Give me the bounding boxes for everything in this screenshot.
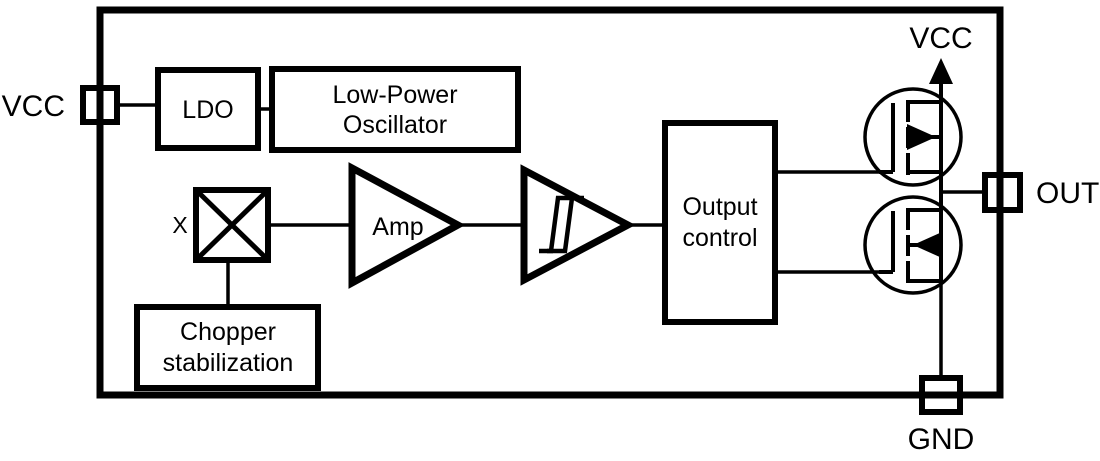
- block-output-control[interactable]: Output control: [662, 120, 778, 325]
- block-amp-label: Amp: [372, 213, 423, 241]
- transistor-low-side-circle[interactable]: [863, 195, 963, 295]
- pin-out-label: OUT: [1036, 177, 1099, 210]
- block-amplifier[interactable]: Amp: [348, 162, 466, 289]
- block-output-control-label-line1: Output: [682, 193, 757, 221]
- block-ldo-label: LDO: [182, 96, 233, 124]
- hall-cross-line-b: [194, 188, 270, 262]
- supply-arrow-head-icon: [929, 58, 953, 84]
- pin-out[interactable]: [982, 172, 1023, 213]
- block-amp-triangle[interactable]: [348, 162, 466, 289]
- transistor-high-side-circle[interactable]: [863, 87, 963, 187]
- block-oscillator-rect[interactable]: [269, 66, 521, 153]
- pin-vcc-label: VCC: [2, 90, 65, 123]
- block-oscillator-label-line2: Oscillator: [343, 111, 447, 139]
- block-ldo[interactable]: LDO: [155, 67, 261, 151]
- block-hall-element[interactable]: [193, 187, 271, 263]
- block-chopper-label-line2: stabilization: [163, 349, 294, 377]
- block-schmitt-trigger[interactable]: [520, 164, 636, 286]
- supply-arrow-vcc: [929, 58, 953, 102]
- block-output-control-rect[interactable]: [662, 120, 778, 325]
- block-oscillator-label-line1: Low-Power: [332, 81, 457, 109]
- high-side-body-arrow-icon: [907, 124, 936, 150]
- pin-gnd-pad[interactable]: [919, 375, 963, 415]
- block-hall-label: X: [172, 212, 187, 238]
- block-low-power-oscillator[interactable]: Low-Power Oscillator: [269, 66, 521, 153]
- supply-arrow-label: VCC: [909, 22, 972, 55]
- block-chopper-stabilization[interactable]: Chopper stabilization: [134, 304, 321, 391]
- block-chopper-rect[interactable]: [134, 304, 321, 391]
- pin-out-pad[interactable]: [982, 172, 1023, 213]
- transistor-high-side[interactable]: [863, 87, 963, 187]
- hysteresis-icon: [539, 195, 584, 254]
- block-schmitt-triangle[interactable]: [520, 164, 636, 286]
- chip-boundary: [96, 6, 1004, 399]
- low-side-body-arrow-icon: [913, 232, 942, 258]
- block-output-control-label-line2: control: [682, 224, 757, 252]
- transistor-low-side[interactable]: [863, 195, 963, 295]
- pin-vcc[interactable]: [80, 85, 158, 125]
- pin-gnd-label: GND: [908, 423, 975, 456]
- pin-gnd[interactable]: [919, 375, 963, 415]
- block-chopper-label-line1: Chopper: [180, 318, 276, 346]
